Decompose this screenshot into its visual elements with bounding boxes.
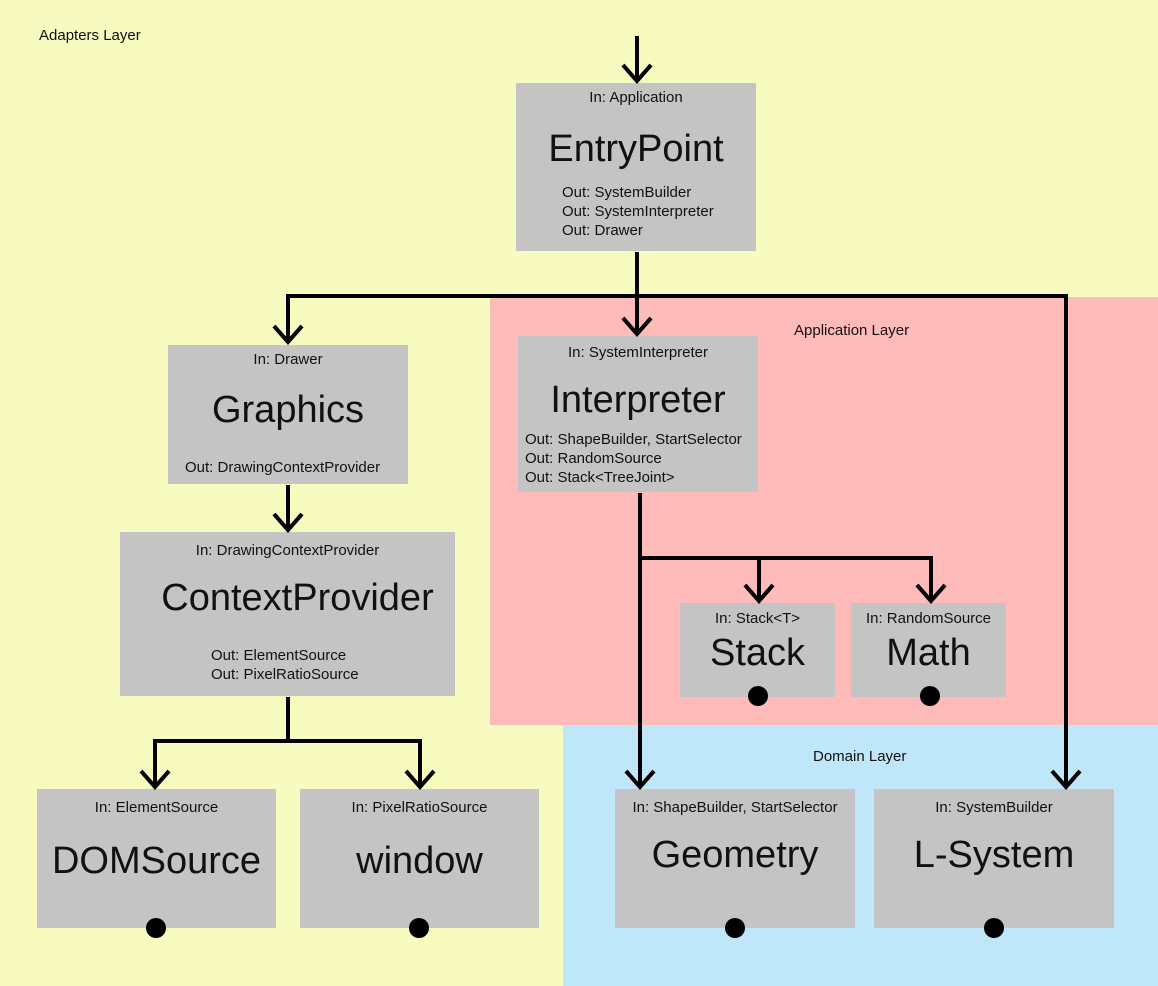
lsystem-terminal-dot <box>984 918 1004 938</box>
graphics-box: In: Drawer Graphics Out: DrawingContextP… <box>168 345 408 484</box>
window-terminal-dot <box>409 918 429 938</box>
window-title: window <box>356 840 483 882</box>
graphics-title: Graphics <box>211 389 365 431</box>
stack-box: In: Stack<T> Stack <box>680 603 835 697</box>
stack-title: Stack <box>709 632 806 674</box>
lsystem-input-label: In: SystemBuilder <box>935 799 1053 816</box>
interpreter-output-2: Out: RandomSource <box>525 450 662 467</box>
domsource-input-label: In: ElementSource <box>94 799 219 816</box>
geometry-arrow-head <box>624 769 656 791</box>
entry-arrow-head <box>621 63 653 85</box>
stack-arrow-head <box>743 583 775 605</box>
entrypoint-output-3: Out: Drawer <box>562 222 643 239</box>
interpreter-output-1: Out: ShapeBuilder, StartSelector <box>525 431 742 448</box>
geometry-title: Geometry <box>651 834 819 876</box>
graphics-input-label: In: Drawer <box>253 351 323 368</box>
contextprovider-output-1: Out: ElementSource <box>211 647 347 664</box>
interpreter-arrow-head <box>621 316 653 338</box>
interpreter-title: Interpreter <box>550 379 726 421</box>
interpreter-input-label: In: SystemInterpreter <box>567 344 709 361</box>
contextprovider-title: ContextProvider <box>161 577 434 619</box>
entrypoint-box: In: Application EntryPoint Out: SystemBu… <box>516 83 756 251</box>
entrypoint-input-label: In: Application <box>589 89 683 106</box>
domain-layer-label: Domain Layer <box>813 748 907 765</box>
window-input-label: In: PixelRatioSource <box>351 799 488 816</box>
math-input-label: In: RandomSource <box>865 610 992 627</box>
math-title: Math <box>886 632 971 674</box>
math-box: In: RandomSource Math <box>851 603 1006 697</box>
adapters-layer-label: Adapters Layer <box>39 27 141 44</box>
graphics-output-1: Out: DrawingContextProvider <box>185 459 381 476</box>
application-layer-label: Application Layer <box>794 322 910 339</box>
entrypoint-output-2: Out: SystemInterpreter <box>562 203 714 220</box>
contextprovider-box: In: DrawingContextProvider ContextProvid… <box>120 532 455 696</box>
math-terminal-dot <box>920 686 940 706</box>
stack-input-label: In: Stack<T> <box>714 610 801 627</box>
math-arrow-head <box>915 583 947 605</box>
contextprovider-output-2: Out: PixelRatioSource <box>211 666 359 683</box>
lsystem-arrow-head <box>1050 769 1082 791</box>
geometry-box: In: ShapeBuilder, StartSelector Geometry <box>615 789 855 928</box>
geometry-input-label: In: ShapeBuilder, StartSelector <box>632 799 838 816</box>
graphics-arrow-head <box>272 324 304 346</box>
contextprovider-input-label: In: DrawingContextProvider <box>195 542 380 559</box>
domsource-arrow-head <box>139 769 171 791</box>
domsource-box: In: ElementSource DOMSource <box>37 789 276 928</box>
lsystem-box: In: SystemBuilder L-System <box>874 789 1114 928</box>
window-box: In: PixelRatioSource window <box>300 789 539 928</box>
geometry-terminal-dot <box>725 918 745 938</box>
interpreter-box: In: SystemInterpreter Interpreter Out: S… <box>518 336 758 492</box>
entrypoint-output-1: Out: SystemBuilder <box>562 184 692 201</box>
window-arrow-head <box>404 769 436 791</box>
stack-terminal-dot <box>748 686 768 706</box>
lsystem-title: L-System <box>913 834 1075 876</box>
interpreter-output-3: Out: Stack<TreeJoint> <box>525 469 675 486</box>
domsource-terminal-dot <box>146 918 166 938</box>
contextprovider-arrow-head <box>272 512 304 534</box>
domsource-title: DOMSource <box>51 840 262 882</box>
entrypoint-title: EntryPoint <box>548 128 724 170</box>
